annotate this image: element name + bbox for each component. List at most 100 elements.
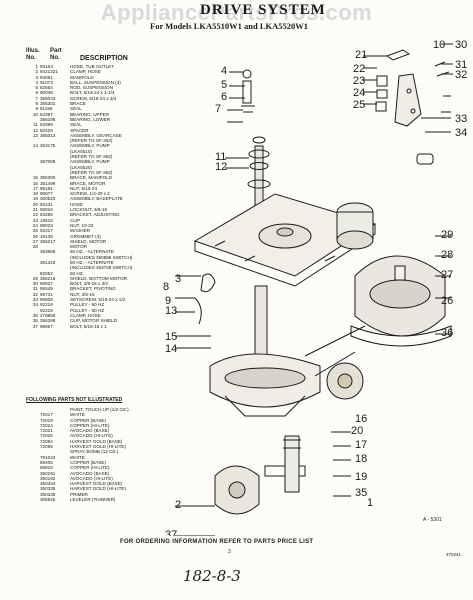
pivoting-bracket-part [394, 73, 422, 127]
part-description: HARVEST GOLD (HI-LITE) [70, 444, 126, 450]
part-description: CLIP, MOTOR SHIELD [70, 318, 118, 324]
part-number: 72021 [40, 428, 53, 434]
part-description: AVOCADO (HI-LITE) [70, 433, 113, 439]
parts-list-row: (REFER TO SF-362) [26, 154, 186, 159]
illus-number: 20 [32, 201, 38, 207]
part-description: LOCKNUT, 3/8-16 [70, 207, 108, 213]
part-description: SEAL [70, 122, 82, 128]
part-number: 54399 [40, 122, 53, 128]
part-description: (REFER TO SF-362) [70, 169, 113, 175]
part-description: (LKA5510) [70, 148, 92, 154]
part-number: 791043 [40, 454, 56, 460]
part-description: CLAMP, HOSE [70, 69, 101, 75]
part-description: ASSEMBLY, BASEPLATE [70, 196, 123, 202]
description-header: DESCRIPTION [80, 55, 128, 62]
part-description: SPACER [70, 127, 89, 133]
part-number: 82564 [40, 85, 53, 91]
part-number: 355033 [40, 95, 56, 101]
part-number: 356216 [40, 275, 56, 281]
bottom-motor-shield-part [350, 325, 452, 347]
callout-number: 8 [163, 281, 169, 293]
part-number: 356195 [40, 116, 56, 122]
part-description: (REFER TO SF-362) [70, 138, 113, 144]
part-number: 72094 [40, 438, 53, 444]
callout-number: 25 [353, 99, 365, 111]
part-description: BALL, SUSPENSION (3) [70, 79, 121, 85]
illus-number: 26 [32, 233, 38, 239]
callout-number: 35 [355, 487, 367, 499]
figure-id: A - 5301 [423, 517, 442, 523]
part-number: 72019 [40, 417, 53, 423]
part-number: 350191 [40, 470, 56, 476]
part-number: 72024 [40, 422, 53, 428]
illus-number: 6 [35, 90, 38, 96]
part-number: 361316 [40, 259, 56, 265]
part-description: BOLT, 5/16-24 x 1-1/4 [70, 90, 115, 96]
part-number: 72025 [40, 433, 53, 439]
callout-number: 30 [455, 39, 467, 51]
part-description: 60 HZ. - ALTERNATE [70, 249, 114, 255]
part-number: 355301 [40, 101, 56, 107]
part-description: NUT, 10-23 [70, 222, 94, 228]
illus-number: 29 [32, 275, 38, 281]
part-number: 356217 [40, 238, 56, 244]
callout-number: 16 [355, 413, 367, 425]
part-description: COPPER (HI-LITE) [70, 465, 110, 471]
part-number: 90877 [40, 191, 53, 197]
callout-number: 18 [355, 453, 367, 465]
ordering-footer: FOR ORDERING INFORMATION REFER TO PARTS … [120, 539, 314, 545]
bolt-part [241, 105, 255, 113]
part-description: BEARING, LOWER [70, 116, 111, 122]
model-subtitle: For Models LKA5510W1 and LKA5520W1 [150, 21, 309, 31]
part-number: 9421321 [40, 69, 58, 75]
callout-number: 32 [455, 69, 467, 81]
part-number: 96857 [40, 323, 53, 329]
part-description: SPRAY BOMB (12 OZ.) [70, 449, 119, 455]
parts-list-row: 363856 60 HZ. - ALTERNATE [26, 249, 186, 254]
part-description: BRACKET, PIVOTING [70, 286, 116, 292]
illus-number: 3 [35, 74, 38, 80]
part-description: PULLEY - 60 HZ [70, 302, 105, 308]
part-number: 350338 [40, 491, 56, 497]
callout-number: 24 [353, 87, 365, 99]
parts-list-header: Illus. No. [26, 48, 50, 62]
illus-number: 36 [32, 318, 38, 324]
part-description: AVOCADO (BASE) [70, 428, 110, 434]
part-number: 360523 [40, 196, 56, 202]
part-number: 90048 [40, 90, 53, 96]
suspension-rod-part [242, 80, 252, 104]
part-number: 363856 [40, 249, 56, 255]
part-number: 350334 [40, 481, 56, 487]
part-description: WHITE [70, 454, 85, 460]
illus-number: 23 [32, 217, 38, 223]
part-description: WASHER [70, 228, 90, 234]
parts-list-row: (LKA5520) [26, 165, 186, 170]
part-no-header: Part No. [50, 48, 62, 61]
illus-number: 17 [32, 185, 38, 191]
callout-number: 22 [353, 63, 365, 75]
part-number: 82052 [40, 270, 53, 276]
part-description: PAINT, TOUCH UP (1/2 OZ.) [70, 407, 129, 412]
part-description: BRACE [70, 101, 86, 107]
illus-number: 25 [32, 228, 38, 234]
part-description: MOTOR [70, 244, 88, 250]
illus-number: 12 [32, 127, 38, 133]
part-description: WHITE [70, 412, 85, 418]
callout-number: 12 [215, 161, 227, 173]
illus-number: 5 [35, 85, 38, 91]
